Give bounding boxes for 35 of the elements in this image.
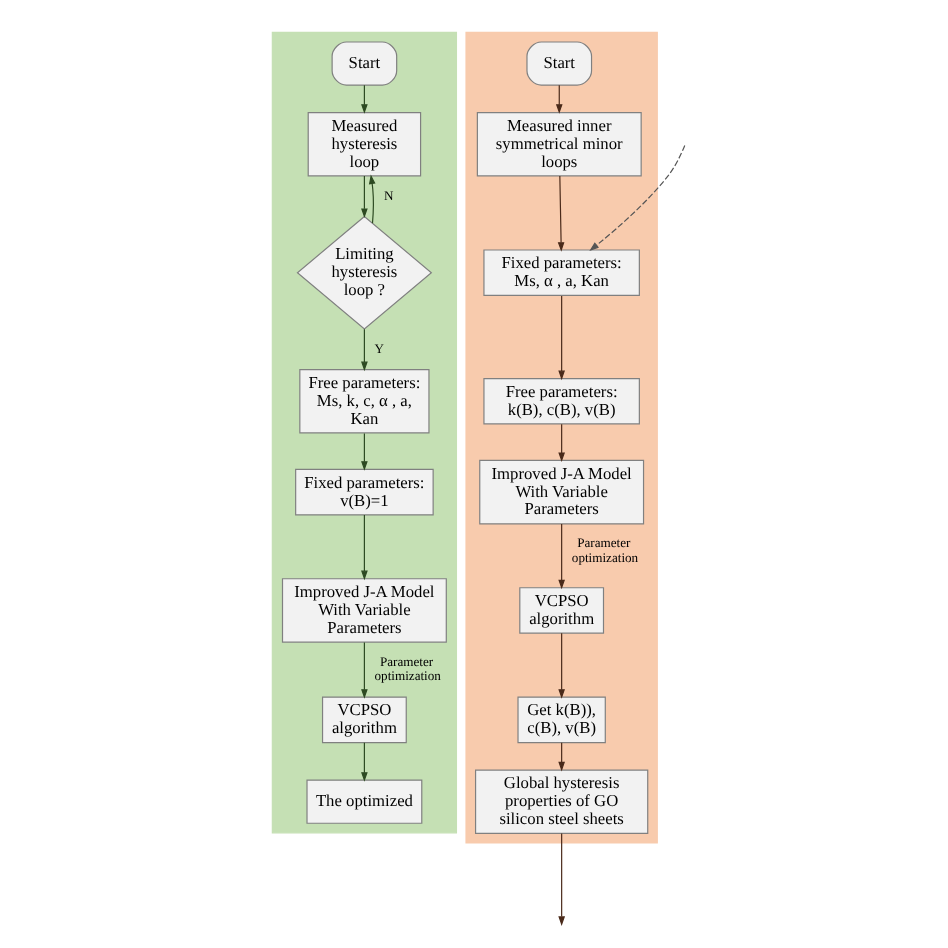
- arrow: [558, 742, 565, 772]
- node-box: VCPSO algorithm: [321, 696, 407, 744]
- node-box: Start: [331, 41, 398, 86]
- node-box: Global hysteresis properties of GO silicon steel sheets: [474, 769, 649, 834]
- arrow: [558, 832, 565, 926]
- node-box: Get k(B)), c(B), v(B): [517, 696, 606, 744]
- node-box: Improved J-A Model With Variable Parameters: [479, 459, 645, 525]
- arrow: [558, 632, 565, 699]
- node-box: Free parameters: k(B), c(B), v(B): [483, 377, 640, 425]
- arrow: [361, 742, 368, 782]
- node-diamond: Limiting hysteresis loop ?: [296, 215, 433, 330]
- cluster: [271, 31, 458, 834]
- arrow: [361, 328, 368, 372]
- arrow: [361, 175, 368, 218]
- node-box: VCPSO algorithm: [519, 587, 605, 634]
- arrow: [361, 84, 368, 114]
- node-box: Start: [526, 41, 593, 86]
- node-box: Measured inner symmetrical minor loops: [476, 111, 642, 177]
- arrow: [589, 144, 686, 251]
- arrow: [558, 295, 565, 381]
- cluster: [465, 31, 658, 844]
- arrow: [555, 84, 563, 114]
- arrow: [368, 174, 376, 224]
- arrow: [558, 423, 565, 463]
- arrow: [361, 432, 368, 471]
- arrow: [558, 523, 565, 590]
- node-box: Fixed parameters: v(B)=1: [295, 468, 434, 516]
- arrow: [361, 642, 368, 699]
- node-box: Fixed parameters: Ms, α , a, Kan: [483, 249, 640, 297]
- node-box: The optimized: [306, 779, 423, 824]
- arrow: [361, 514, 368, 581]
- node-box: Improved J-A Model With Variable Parameters: [281, 578, 447, 643]
- node-box: Free parameters: Ms, k, c, α , a, Kan: [299, 368, 430, 434]
- arrow: [557, 175, 565, 252]
- node-box: Measured hysteresis loop: [307, 111, 422, 177]
